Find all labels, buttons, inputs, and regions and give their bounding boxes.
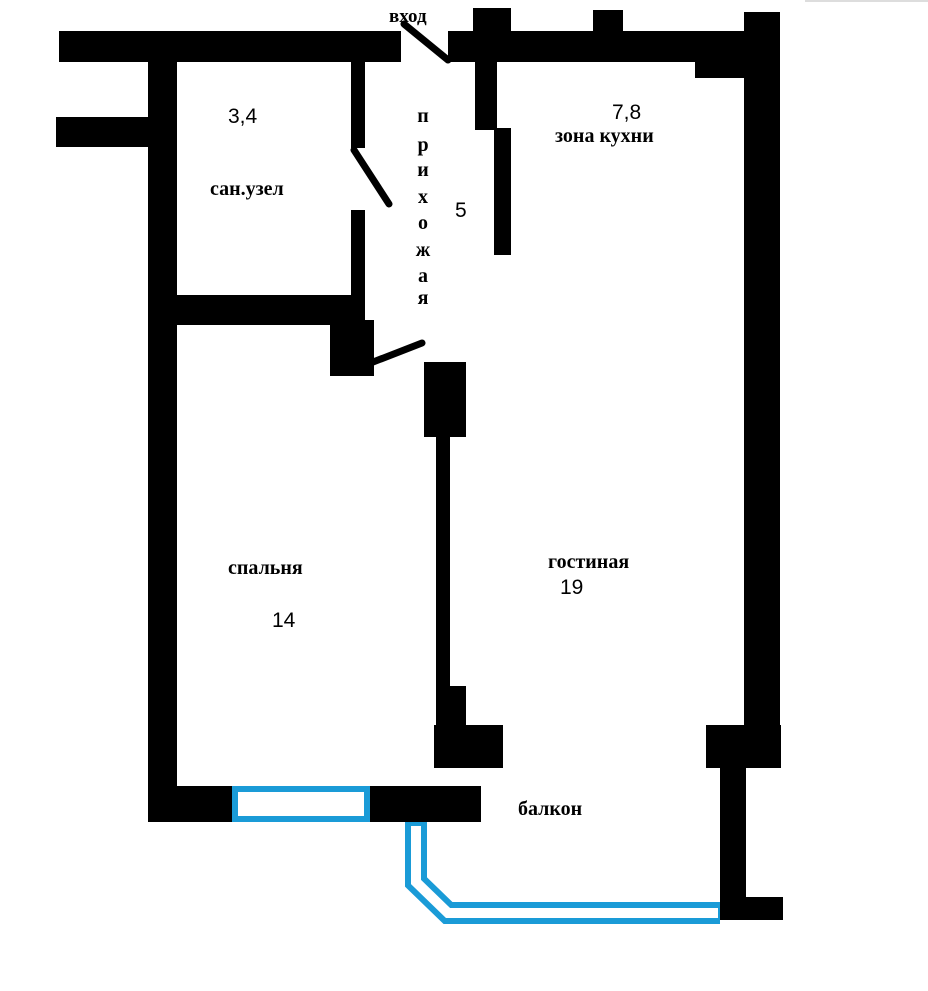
bedroom-door [364, 339, 426, 368]
hallway-letter: и [417, 159, 429, 181]
living-room-label: гостиная [548, 551, 629, 573]
wall-block [330, 320, 374, 376]
balcony-wall [720, 760, 746, 920]
balcony-label: балкон [518, 798, 582, 820]
entrance-label: вход [389, 6, 427, 27]
bathroom-wall [351, 55, 365, 148]
left-wall [148, 55, 177, 822]
balcony-railing-inner [411, 826, 718, 918]
kitchen-partition [494, 128, 511, 255]
kitchen-area: 7,8 [612, 101, 641, 124]
hallway-letter: п [417, 105, 429, 127]
wall-block [449, 686, 466, 731]
kitchen-label: зона кухни [555, 125, 654, 147]
hallway-letter: р [417, 134, 428, 156]
bathroom-area: 3,4 [228, 105, 258, 128]
bathroom-door [350, 146, 393, 208]
kitchen-partition [475, 55, 497, 130]
bedroom-window [232, 786, 370, 822]
balcony-railing [405, 822, 720, 924]
hallway-label: п р и х о ж а я [416, 105, 431, 309]
living-room-area: 19 [560, 576, 583, 599]
hallway-letter: о [418, 212, 428, 234]
wall-step [695, 55, 745, 78]
hallway-letter: ж [416, 239, 431, 261]
hallway-letter: я [418, 287, 429, 309]
bedroom-partition [436, 430, 450, 730]
right-wall [744, 12, 780, 725]
hallway-area: 5 [455, 199, 467, 222]
left-stub [56, 117, 148, 147]
wall-post [473, 8, 511, 38]
hallway-letter: х [418, 186, 428, 208]
hallway-letter: а [418, 265, 428, 287]
wall-post [593, 10, 623, 38]
entrance-door [400, 20, 452, 64]
bedroom-label: спальня [228, 557, 303, 579]
doors [350, 20, 452, 368]
wall-post [424, 362, 466, 437]
bathroom-wall [351, 210, 365, 300]
wall-block [434, 725, 503, 768]
bedroom-area: 14 [272, 609, 296, 632]
top-wall-left [59, 31, 401, 62]
bathroom-label: сан.узел [210, 178, 284, 200]
balcony-stub [720, 897, 783, 920]
